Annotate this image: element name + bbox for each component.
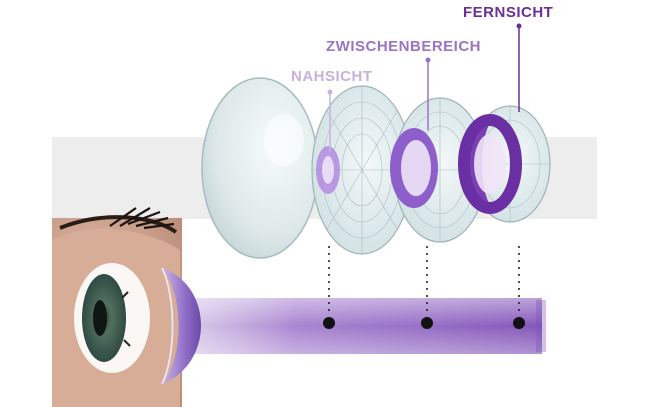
far-leader-dot xyxy=(516,23,522,29)
focal-drop-lines xyxy=(328,246,520,316)
near-vision-label: NAHSICHT xyxy=(291,68,373,85)
contact-lens-plain xyxy=(201,77,319,259)
far-focal-point xyxy=(513,317,525,329)
intermediate-focal-point xyxy=(421,317,433,329)
contact-lens-far xyxy=(458,105,551,223)
contact-lens-near xyxy=(311,85,413,255)
near-leader-dot xyxy=(327,89,333,95)
contact-lens-intermediate xyxy=(390,97,487,243)
light-beam xyxy=(190,298,546,354)
intermediate-leader-dot xyxy=(425,57,431,63)
focal-points xyxy=(323,317,525,329)
far-vision-label: FERNSICHT xyxy=(463,4,554,21)
near-focal-point xyxy=(323,317,335,329)
eye-illustration xyxy=(52,207,182,407)
contact-lens-on-eye xyxy=(161,267,201,385)
label-leader-lines xyxy=(327,23,522,152)
intermediate-vision-label: ZWISCHENBEREICH xyxy=(326,38,482,55)
